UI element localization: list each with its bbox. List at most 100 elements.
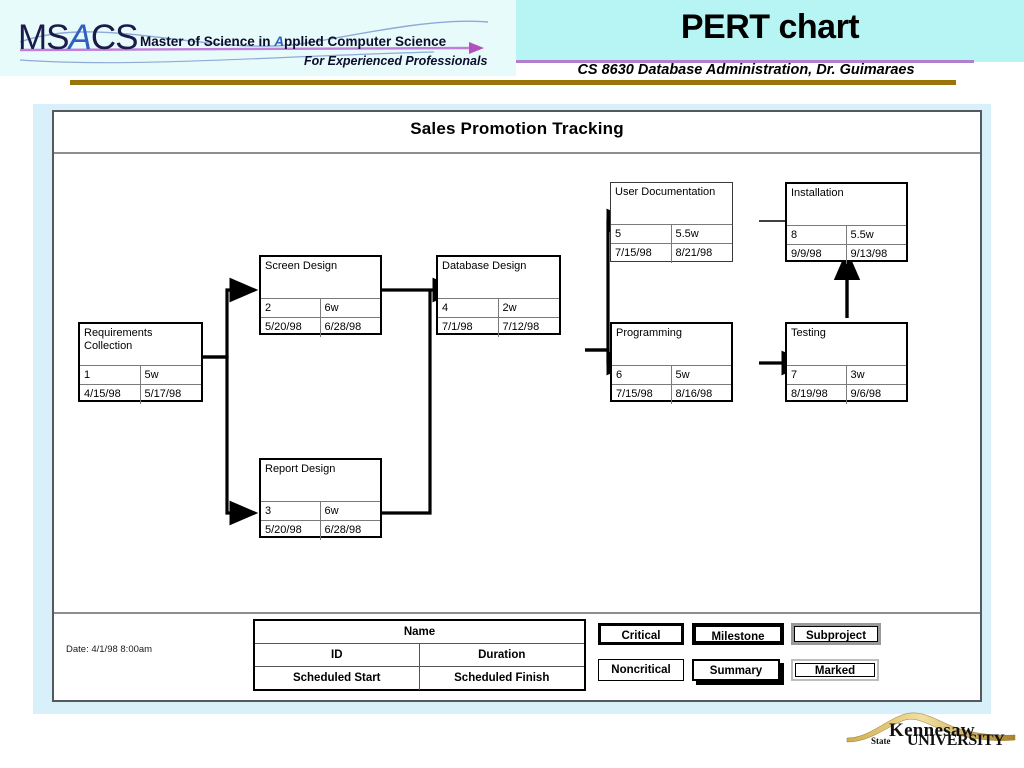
- page-title: PERT chart: [680, 8, 860, 46]
- chart-title: Sales Promotion Tracking: [410, 119, 624, 138]
- pert-node-programming[interactable]: Programming 6 5w 7/15/98 8/16/98: [610, 322, 733, 404]
- node-dates-row: 8/19/98 9/6/98: [787, 385, 906, 404]
- node-name: Screen Design: [261, 257, 380, 299]
- node-finish: 9/6/98: [850, 388, 882, 400]
- msacs-swoosh-graphic: [19, 20, 489, 64]
- node-id-duration-row: 2 6w: [261, 299, 380, 318]
- pert-node-report-design[interactable]: Report Design 3 6w 5/20/98 6/28/98: [259, 458, 382, 540]
- node-id-duration-row: 6 5w: [612, 366, 731, 385]
- node-start: 5/20/98: [261, 318, 321, 337]
- legend-noncritical[interactable]: Noncritical: [598, 659, 684, 681]
- node-id: 8: [787, 226, 847, 244]
- ksu-name-state: State: [871, 736, 891, 746]
- node-start: 7/15/98: [612, 385, 672, 404]
- ksu-name-line1: Kennesaw: [889, 720, 975, 741]
- node-name: Installation: [787, 184, 906, 226]
- node-duration: 5.5w: [675, 228, 699, 240]
- node-id-duration-row: 8 5.5w: [787, 226, 906, 245]
- node-duration: 3w: [850, 369, 865, 381]
- kennesaw-state-university-logo: Kennesaw State UNIVERSITY: [845, 708, 1017, 760]
- node-finish: 7/12/98: [502, 321, 540, 333]
- node-id: 1: [80, 366, 141, 384]
- node-start: 7/1/98: [438, 318, 499, 337]
- node-finish: 9/13/98: [850, 248, 888, 260]
- node-name: Testing: [787, 324, 906, 366]
- key-scheduled-finish: Scheduled Finish: [454, 672, 550, 684]
- node-start: 4/15/98: [80, 385, 141, 404]
- node-id-duration-row: 5 5.5w: [611, 225, 732, 244]
- node-id-duration-row: 3 6w: [261, 502, 380, 521]
- node-dates-row: 7/15/98 8/16/98: [612, 385, 731, 404]
- node-dates-row: 7/1/98 7/12/98: [438, 318, 559, 337]
- node-finish: 8/16/98: [675, 388, 713, 400]
- node-name: Programming: [612, 324, 731, 366]
- node-dates-row: 5/20/98 6/28/98: [261, 521, 380, 540]
- legend-subproject[interactable]: Subproject: [791, 623, 881, 645]
- node-name: Database Design: [438, 257, 559, 299]
- node-start: 8/19/98: [787, 385, 847, 404]
- node-id: 3: [261, 502, 321, 520]
- node-finish: 6/28/98: [324, 321, 362, 333]
- node-finish: 5/17/98: [144, 388, 182, 400]
- ksu-mountain-icon: [846, 712, 1016, 743]
- node-key-table: Name ID Duration Scheduled Start Schedul…: [253, 619, 586, 691]
- header-logo-band: [0, 0, 516, 76]
- node-duration: 5w: [675, 369, 690, 381]
- node-id: 7: [787, 366, 847, 384]
- node-duration: 6w: [324, 505, 339, 517]
- node-dates-row: 9/9/98 9/13/98: [787, 245, 906, 264]
- legend-marked[interactable]: Marked: [791, 659, 879, 681]
- pert-node-screen-design[interactable]: Screen Design 2 6w 5/20/98 6/28/98: [259, 255, 382, 337]
- chart-title-divider: [54, 152, 980, 154]
- key-id: ID: [255, 644, 420, 666]
- msacs-tagline: Master of Science in Applied Computer Sc…: [140, 34, 447, 49]
- page-subtitle: CS 8630 Database Administration, Dr. Gui…: [577, 62, 915, 78]
- key-row-dates: Scheduled Start Scheduled Finish: [255, 667, 584, 690]
- node-id: 4: [438, 299, 499, 317]
- header-purple-rule: [516, 60, 974, 63]
- msacs-logo: MSACS Master of Science in Applied Compu…: [14, 16, 494, 72]
- pert-node-installation[interactable]: Installation 8 5.5w 9/9/98 9/13/98: [785, 182, 908, 264]
- node-name: User Documentation: [611, 183, 732, 225]
- node-start: 7/15/98: [611, 244, 672, 263]
- node-duration: 5.5w: [850, 229, 874, 241]
- key-duration: Duration: [478, 649, 526, 661]
- legend-summary[interactable]: Summary: [692, 659, 780, 681]
- node-start: 9/9/98: [787, 245, 847, 264]
- pert-node-user-documentation[interactable]: User Documentation 5 5.5w 7/15/98 8/21/9…: [610, 182, 733, 263]
- key-scheduled-start: Scheduled Start: [255, 667, 420, 690]
- node-dates-row: 4/15/98 5/17/98: [80, 385, 201, 404]
- node-dates-row: 5/20/98 6/28/98: [261, 318, 380, 337]
- key-row-id-duration: ID Duration: [255, 644, 584, 667]
- header-gold-rule-right: [516, 80, 956, 85]
- node-name: Requirements Collection: [80, 324, 201, 366]
- node-start: 5/20/98: [261, 521, 321, 540]
- node-id-duration-row: 7 3w: [787, 366, 906, 385]
- node-duration: 2w: [502, 302, 517, 314]
- msacs-tagline-secondary: For Experienced Professionals: [304, 54, 488, 68]
- node-duration: 6w: [324, 302, 339, 314]
- pert-node-testing[interactable]: Testing 7 3w 8/19/98 9/6/98: [785, 322, 908, 404]
- node-id: 5: [611, 225, 672, 243]
- node-id-duration-row: 4 2w: [438, 299, 559, 318]
- pert-node-database-design[interactable]: Database Design 4 2w 7/1/98 7/12/98: [436, 255, 561, 337]
- node-finish: 6/28/98: [324, 524, 362, 536]
- msacs-acronym: MSACS: [18, 18, 138, 57]
- node-name: Report Design: [261, 460, 380, 502]
- pert-node-requirements-collection[interactable]: Requirements Collection 1 5w 4/15/98 5/1…: [78, 322, 203, 404]
- chart-date-label: Date: 4/1/98 8:00am: [66, 644, 153, 655]
- chart-footer-divider: [54, 612, 980, 614]
- header-gold-rule-left: [70, 80, 520, 85]
- key-row-name: Name: [255, 621, 584, 644]
- node-id-duration-row: 1 5w: [80, 366, 201, 385]
- ksu-name-university: UNIVERSITY: [907, 732, 1005, 749]
- node-finish: 8/21/98: [675, 247, 713, 259]
- node-duration: 5w: [144, 369, 159, 381]
- header-title-band: [516, 0, 1024, 62]
- node-id: 2: [261, 299, 321, 317]
- node-id: 6: [612, 366, 672, 384]
- legend-critical[interactable]: Critical: [598, 623, 684, 645]
- node-dates-row: 7/15/98 8/21/98: [611, 244, 732, 263]
- legend-milestone[interactable]: Milestone: [692, 623, 784, 645]
